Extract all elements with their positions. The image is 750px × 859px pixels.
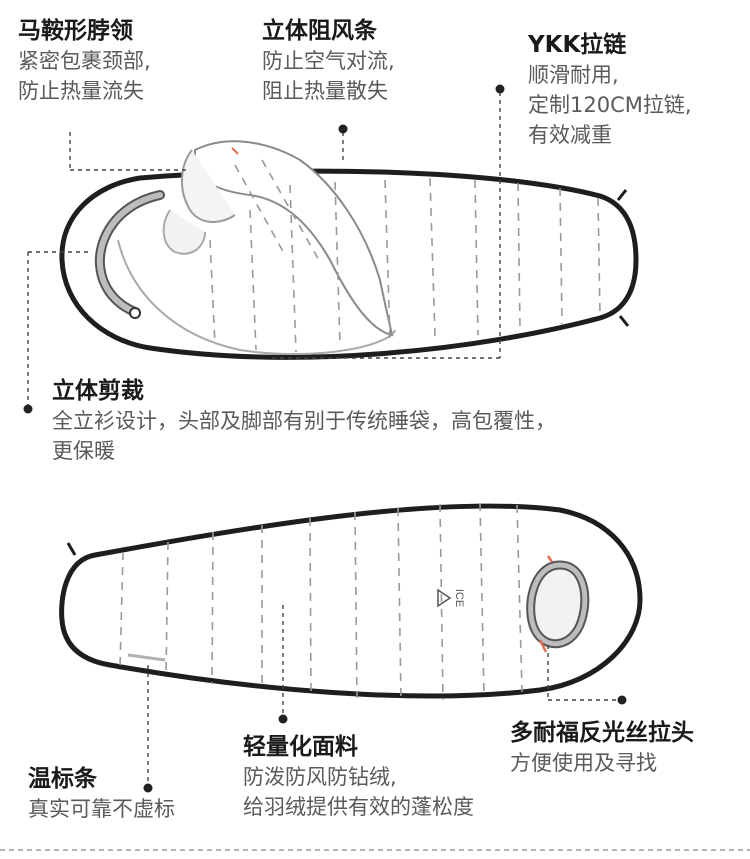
leader-dot-icon — [338, 124, 348, 134]
leader-dot-icon — [278, 714, 288, 724]
draft-tube-annotation: 立体阻风条 防止空气对流, 阻止热量散失 — [262, 16, 395, 106]
fabric-annotation: 轻量化面料 防泼防风防钻绒, 给羽绒提供有效的蓬松度 — [243, 732, 474, 822]
fabric-title: 轻量化面料 — [243, 734, 358, 760]
hood-annotation: 马鞍形脖领 紧密包裹颈部, 防止热量流失 — [18, 16, 151, 106]
cut-desc-line: 更保暖 — [52, 439, 115, 463]
zipper-pull-annotation: 多耐福反光丝拉头 方便使用及寻找 — [510, 718, 694, 778]
cut-annotation: 立体剪裁 全立衫设计，头部及脚部有别于传统睡袋，高包覆性， 更保暖 — [52, 376, 556, 466]
zipper-pull-title: 多耐福反光丝拉头 — [510, 720, 694, 746]
leader-dot-icon — [495, 84, 505, 94]
draft-tube-title: 立体阻风条 — [262, 18, 377, 44]
brand-logo-text: ICE — [453, 589, 465, 607]
cut-title: 立体剪裁 — [52, 378, 144, 404]
sleeping-bag-closed-icon: ICE — [59, 502, 643, 701]
draft-tube-desc-line: 阻止热量散失 — [262, 79, 388, 103]
temp-label-desc-line: 真实可靠不虚标 — [28, 797, 175, 821]
temp-label-title: 温标条 — [28, 766, 97, 792]
hood-title: 马鞍形脖领 — [18, 18, 133, 44]
zipper-desc-line: 顺滑耐用, — [528, 63, 619, 87]
hood-desc-line: 防止热量流失 — [18, 79, 144, 103]
leader-lines-bottom — [143, 605, 627, 793]
draft-tube-desc-line: 防止空气对流, — [262, 49, 395, 73]
temp-label-annotation: 温标条 真实可靠不虚标 — [28, 764, 175, 824]
zipper-desc-line: 有效减重 — [528, 123, 612, 147]
hood-desc-line: 紧密包裹颈部, — [18, 49, 151, 73]
zipper-title: YKK拉链 — [528, 32, 627, 58]
zipper-desc-line: 定制120CM拉链, — [528, 93, 692, 117]
leader-dot-icon — [617, 695, 627, 705]
sleeping-bag-open-icon — [59, 140, 639, 360]
fabric-desc-line: 防泼防风防钻绒, — [243, 765, 397, 789]
leader-dot-icon — [143, 783, 153, 793]
leader-lines-top — [23, 84, 505, 414]
zipper-pull-desc-line: 方便使用及寻找 — [510, 751, 657, 775]
cut-desc-line: 全立衫设计，头部及脚部有别于传统睡袋，高包覆性， — [52, 409, 556, 433]
leader-dot-icon — [23, 404, 33, 414]
fabric-desc-line: 给羽绒提供有效的蓬松度 — [243, 795, 474, 819]
zipper-annotation: YKK拉链 顺滑耐用, 定制120CM拉链, 有效减重 — [528, 30, 692, 150]
